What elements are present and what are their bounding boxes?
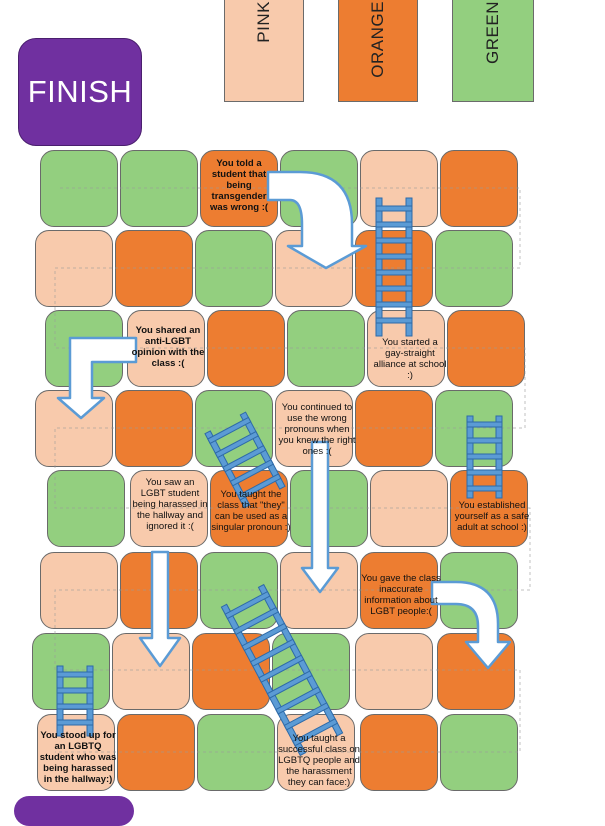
board-square [355, 390, 433, 467]
board-square [35, 390, 113, 467]
square-text-gsa: You started a gay-straight alliance at s… [373, 337, 447, 381]
board-square [440, 150, 518, 227]
square-text-anti-lgbt: You shared an anti-LGBT opinion with the… [131, 325, 205, 369]
board-square [440, 714, 518, 791]
board-square [447, 310, 525, 387]
board-square [370, 470, 448, 547]
legend-orange-label: ORANGE [368, 1, 387, 78]
board-square [195, 230, 273, 307]
square-text-wrong-pronouns: You continued to use the wrong pronouns … [278, 402, 356, 457]
square-text-told-transgender: You told a student that being transgende… [209, 158, 269, 213]
square-text-stood-up: You stood up for an LGBTQ student who wa… [39, 730, 117, 785]
board-square [280, 150, 358, 227]
square-text-inaccurate-info: You gave the class inaccurate informatio… [361, 573, 441, 617]
legend-pink: PINK [224, 0, 304, 102]
board-square [355, 633, 433, 710]
board-square [437, 633, 515, 710]
board-square [280, 552, 358, 629]
board-square [360, 714, 438, 791]
board-square [120, 552, 198, 629]
board-square [287, 310, 365, 387]
finish-square: FINISH [18, 38, 142, 146]
legend-pink-label: PINK [254, 1, 273, 43]
board-square [290, 470, 368, 547]
finish-label: FINISH [27, 74, 133, 109]
square-text-safe-adult: You established yourself as a safe adult… [454, 500, 530, 533]
legend-green: GREEN [452, 0, 534, 102]
square-text-ignored-harassment: You saw an LGBT student being harassed i… [132, 477, 208, 532]
square-text-they-singular: You taught the class that "they" can be … [211, 489, 291, 533]
square-text-taught-class: You taught a successful class on LGBTQ p… [278, 733, 360, 788]
legend-green-label: GREEN [483, 1, 502, 64]
board-square [435, 390, 513, 467]
board-square [32, 633, 110, 710]
board-square [40, 150, 118, 227]
board-square [195, 390, 273, 467]
start-square [14, 796, 134, 826]
board-square [355, 230, 433, 307]
board-square [115, 390, 193, 467]
board-square [120, 150, 198, 227]
board-square [360, 150, 438, 227]
board-square [45, 310, 123, 387]
legend-orange: ORANGE [338, 0, 418, 102]
board-square [275, 230, 353, 307]
board-square [40, 552, 118, 629]
board-square [440, 552, 518, 629]
board-square [112, 633, 190, 710]
board-square [435, 230, 513, 307]
board-square [207, 310, 285, 387]
board-square [115, 230, 193, 307]
board-square [35, 230, 113, 307]
board-square [272, 633, 350, 710]
board-square [117, 714, 195, 791]
board-square [47, 470, 125, 547]
board-square [200, 552, 278, 629]
board-square [192, 633, 270, 710]
board-square [197, 714, 275, 791]
